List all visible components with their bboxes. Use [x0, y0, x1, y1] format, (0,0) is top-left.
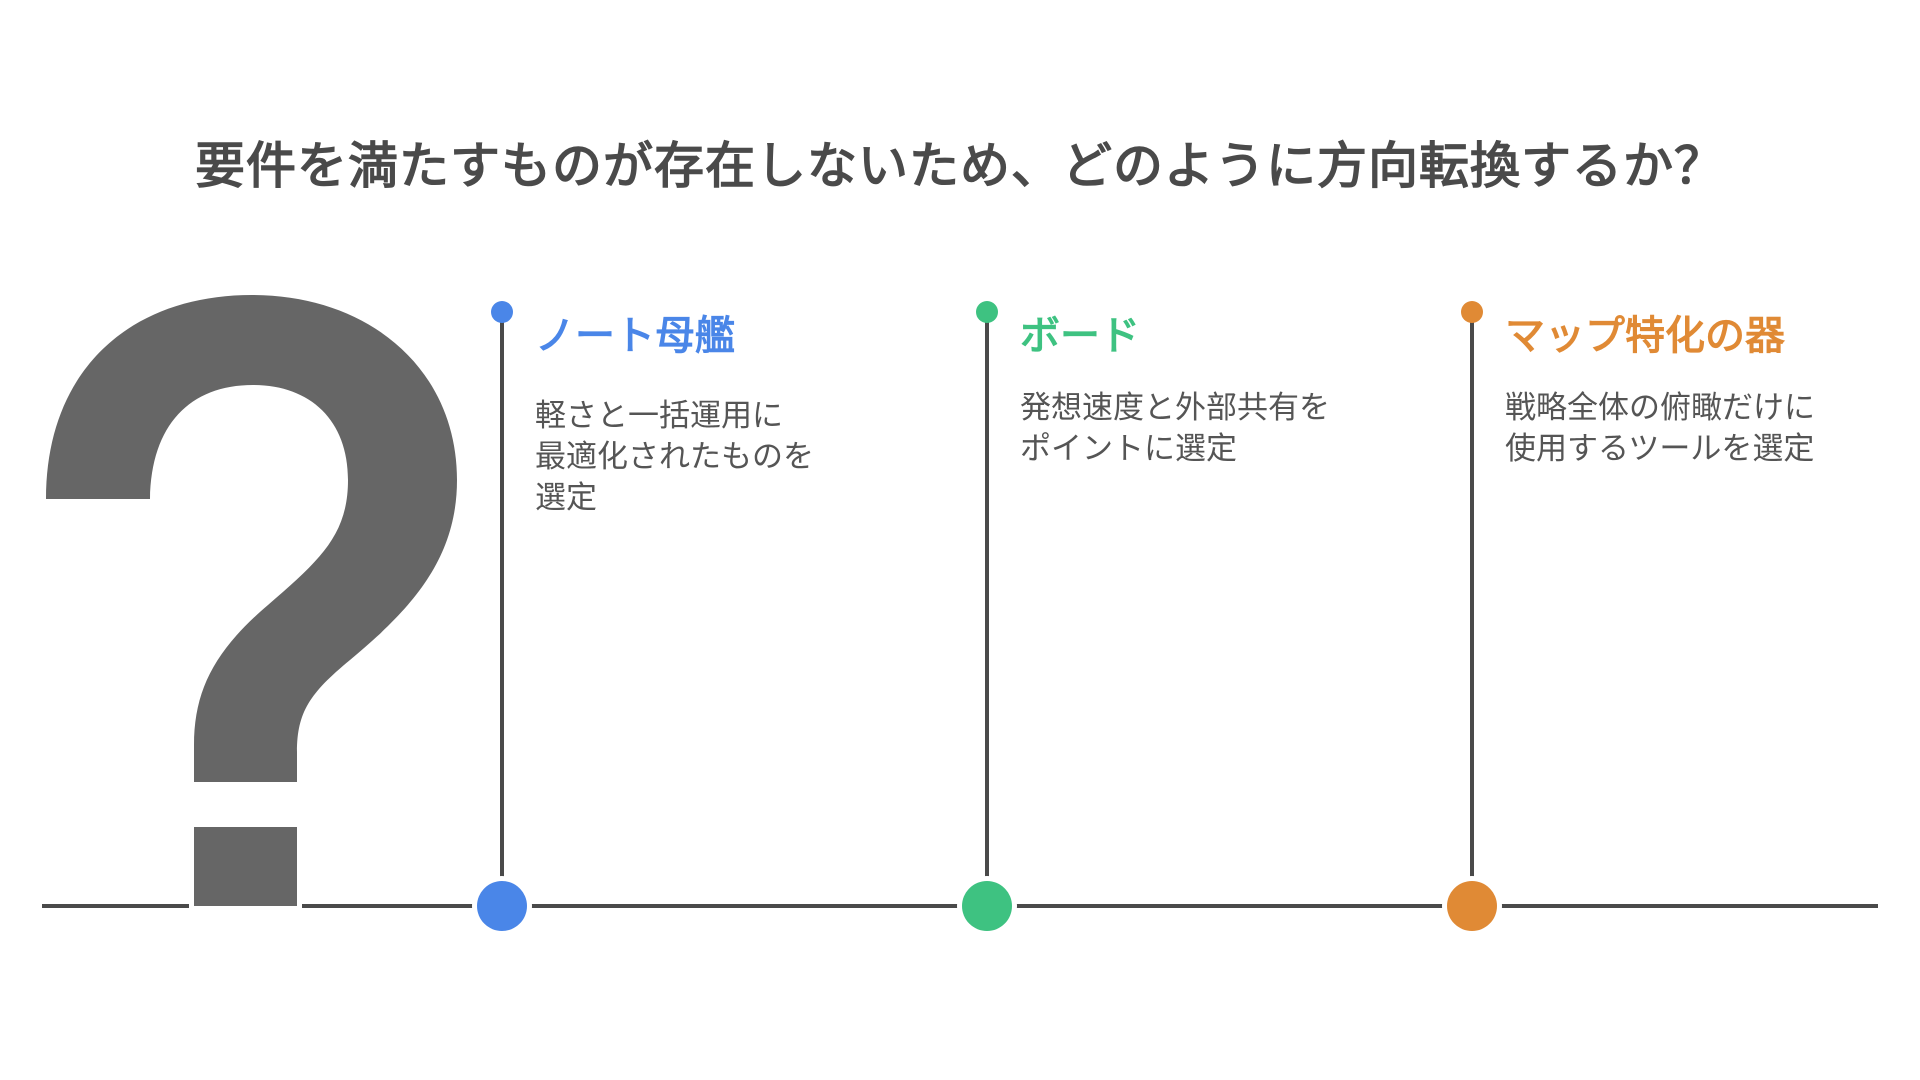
- option-description: 発想速度と外部共有を ポイントに選定: [1020, 390, 1330, 467]
- option-heading: ボード: [1020, 313, 1140, 359]
- marker-dot-bottom-3: [1447, 881, 1497, 931]
- question-mark-icon: [46, 295, 457, 910]
- timeline-marker-2: [957, 301, 1017, 936]
- timeline-marker-1: [472, 301, 532, 936]
- timeline-marker-3: [1442, 301, 1502, 936]
- option-map-specialized: マップ特化の器 戦略全体の俯瞰だけに 使用するツールを選定: [1505, 310, 1920, 470]
- option-heading: ノート母艦: [535, 313, 735, 359]
- marker-dot-bottom-2: [962, 881, 1012, 931]
- marker-dot-top-3: [1461, 301, 1483, 323]
- option-description: 戦略全体の俯瞰だけに 使用するツールを選定: [1505, 390, 1815, 467]
- option-note-mothership: ノート母艦 軽さと一括運用に 最適化されたものを 選定: [535, 310, 955, 519]
- option-board: ボード 発想速度と外部共有を ポイントに選定: [1020, 310, 1440, 470]
- marker-dot-top-2: [976, 301, 998, 323]
- diagram-title: 要件を満たすものが存在しないため、どのように方向転換するか？: [195, 137, 1725, 195]
- marker-dot-top-1: [491, 301, 513, 323]
- option-heading: マップ特化の器: [1505, 313, 1785, 359]
- marker-dot-bottom-1: [477, 881, 527, 931]
- option-description: 軽さと一括運用に 最適化されたものを 選定: [535, 398, 814, 516]
